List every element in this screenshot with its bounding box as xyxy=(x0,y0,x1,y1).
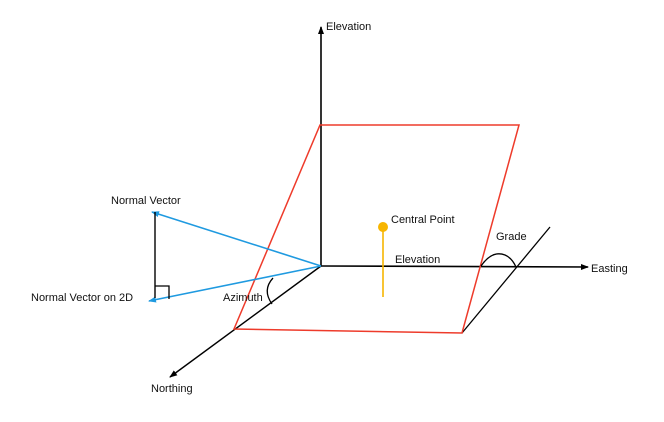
grade-label: Grade xyxy=(496,231,527,243)
normal-vector-2d xyxy=(148,265,322,303)
normal-vector xyxy=(151,211,322,267)
northing-axis xyxy=(169,265,322,378)
right-angle-marker xyxy=(155,285,170,299)
ground-parallel-line xyxy=(461,226,551,334)
northing-axis-label: Northing xyxy=(151,383,193,395)
grade-arc xyxy=(480,253,517,268)
easting-axis-label: Easting xyxy=(591,263,628,275)
elevation-axis-label: Elevation xyxy=(326,21,371,33)
inclined-plane xyxy=(232,124,520,334)
central-point-marker xyxy=(378,222,388,232)
azimuth-arc xyxy=(266,277,274,305)
elevation-line-label: Elevation xyxy=(395,254,440,266)
normal-vector-label: Normal Vector xyxy=(111,195,181,207)
easting-axis xyxy=(320,263,589,270)
azimuth-label: Azimuth xyxy=(223,292,263,304)
normal-vector-2d-label: Normal Vector on 2D xyxy=(31,292,133,304)
central-point-label: Central Point xyxy=(391,214,455,226)
